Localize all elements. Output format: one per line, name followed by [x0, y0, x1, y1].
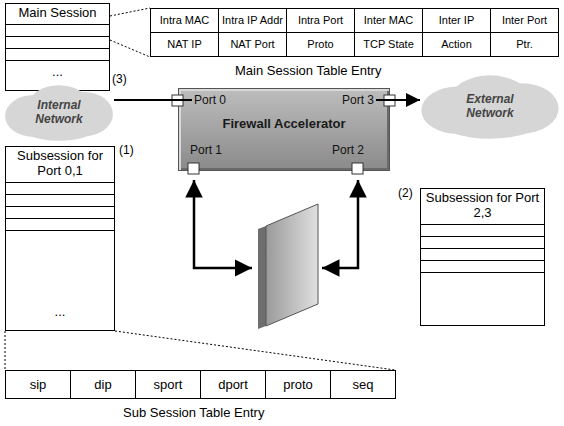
port-label: Port 0 — [194, 93, 226, 107]
table-cell: NAT IP — [150, 32, 219, 57]
table-rows — [6, 25, 109, 61]
table-cell: TCP State — [354, 32, 423, 57]
leader-line — [5, 331, 6, 370]
table-rows — [6, 183, 114, 231]
leader-line — [115, 331, 395, 370]
table-cell: dip — [70, 370, 136, 399]
port: Port 3 — [340, 92, 376, 108]
table-caption: Main Session Table Entry — [235, 63, 381, 78]
port: Port 1 — [188, 142, 224, 158]
network-label: External Network — [448, 93, 532, 121]
table-cell: Inter Port — [490, 8, 559, 33]
table-cell: Intra MAC — [150, 8, 219, 33]
table-cell: NAT Port — [218, 32, 287, 57]
table-cell: Inter IP — [422, 8, 491, 33]
table-title: Subsession for Port 0,1 — [6, 147, 114, 183]
table-cell: Intra Port — [286, 8, 355, 33]
table-cell: sport — [135, 370, 201, 399]
device-label: Firewall Accelerator — [179, 116, 389, 131]
table-cell: Intra IP Addr — [218, 8, 287, 33]
table-cell: seq — [330, 370, 396, 399]
connector-line — [376, 99, 420, 101]
table-caption: Sub Session Table Entry — [123, 405, 264, 420]
port-label: Port 1 — [190, 143, 222, 157]
callout-number: (2) — [398, 186, 413, 200]
leader-line — [110, 40, 150, 57]
accelerator-box: Firewall Accelerator Port 0 Port 3 Port 1 Po… — [178, 88, 390, 171]
firewall-wall-edge — [258, 226, 266, 329]
table-title: Main Session — [6, 4, 109, 25]
table-cell: dport — [200, 370, 266, 399]
network-cloud: External Network — [420, 74, 560, 140]
table-cell: proto — [265, 370, 331, 399]
table-title: Subsession for Port 2,3 — [421, 189, 544, 225]
table-cell: Action — [422, 32, 491, 57]
table-cell: Inter MAC — [354, 8, 423, 33]
table-cell: Ptr. — [490, 32, 559, 57]
firewall-wall — [266, 204, 318, 326]
table-rows — [421, 225, 544, 273]
session-table-box: Subsession for Port 0,1... — [5, 146, 115, 331]
callout-number: (3) — [112, 72, 127, 86]
ellipsis: ... — [6, 65, 109, 78]
entry-table: Sub Session Table Entrysipdipsportdportp… — [5, 370, 396, 399]
wall-arrow — [194, 180, 252, 268]
ellipsis: ... — [6, 305, 114, 318]
port-square — [172, 95, 183, 106]
table-cell: sip — [5, 370, 71, 399]
port: Port 0 — [192, 92, 228, 108]
port-label: Port 2 — [332, 143, 364, 157]
wall-arrow — [322, 180, 358, 268]
callout-number: (1) — [119, 143, 134, 157]
port-square — [384, 95, 395, 106]
port: Port 2 — [330, 142, 366, 158]
connector-line — [114, 99, 192, 101]
table-cell: Proto — [286, 32, 355, 57]
port-label: Port 3 — [342, 93, 374, 107]
leader-line — [110, 8, 150, 16]
entry-table: Main Session Table EntryIntra MACIntra I… — [150, 8, 559, 57]
session-table-box: Subsession for Port 2,3 — [420, 188, 545, 326]
port-square — [352, 163, 363, 174]
network-cloud: Internal Network — [4, 84, 114, 142]
network-label: Internal Network — [17, 99, 101, 127]
port-square — [188, 163, 199, 174]
session-table-box: Main Session... — [5, 3, 110, 91]
